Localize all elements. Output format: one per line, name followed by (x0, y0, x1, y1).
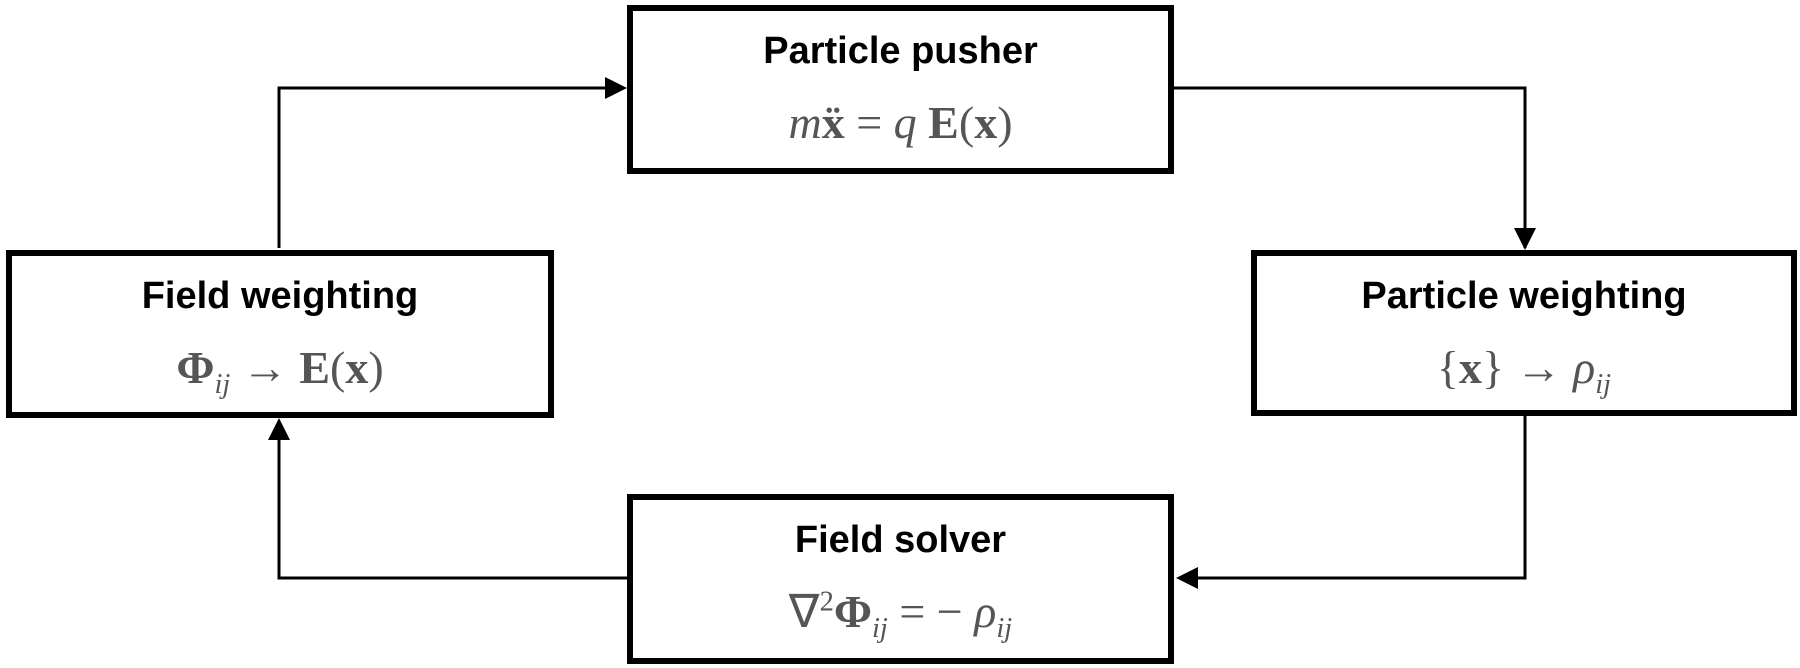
arrow-field-weighting-to-pusher (277, 86, 620, 248)
arrow-pusher-to-particle-weighting (1174, 86, 1527, 248)
arrowhead-left-icon (1176, 567, 1198, 589)
arrow-particle-weighting-to-solver (1182, 416, 1527, 580)
particle-pusher-formula: mẍ = q E(x) (788, 97, 1013, 148)
particle-weighting-node: Particle weighting {x} → ρij (1251, 250, 1797, 416)
field-solver-formula: ∇2Φij = − ρij (788, 586, 1013, 645)
particle-pusher-title: Particle pusher (763, 30, 1038, 72)
field-solver-node: Field solver ∇2Φij = − ρij (627, 494, 1174, 664)
particle-weighting-title: Particle weighting (1361, 275, 1687, 317)
field-weighting-formula: Φij → E(x) (176, 342, 384, 401)
field-weighting-node: Field weighting Φij → E(x) (6, 250, 554, 418)
arrowhead-down-icon (1514, 228, 1536, 250)
particle-weighting-formula: {x} → ρij (1436, 342, 1612, 401)
arrow-solver-to-field-weighting (277, 424, 627, 580)
field-solver-title: Field solver (794, 519, 1007, 561)
arrowhead-right-icon (605, 77, 627, 99)
particle-pusher-node: Particle pusher mẍ = q E(x) (627, 5, 1174, 174)
field-weighting-title: Field weighting (141, 275, 419, 317)
arrowhead-up-icon (268, 418, 290, 440)
